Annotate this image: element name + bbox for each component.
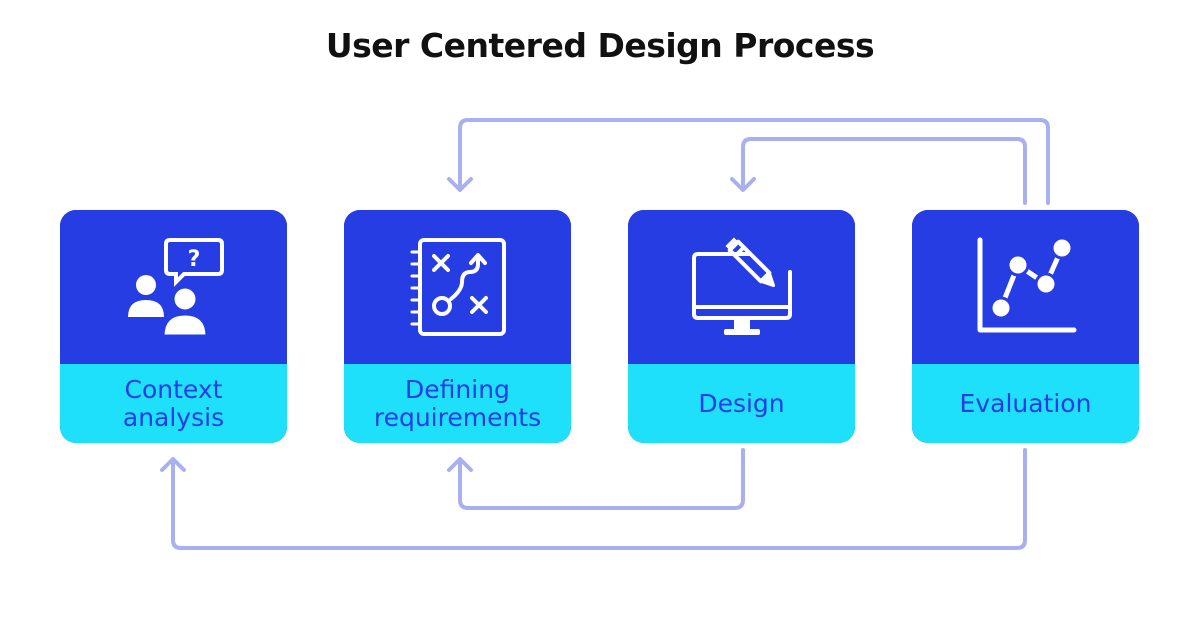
step-card-evaluation: Evaluation bbox=[912, 210, 1139, 443]
arrowhead-requirements-bottom bbox=[447, 457, 473, 472]
loop-evaluation-to-context bbox=[171, 448, 1027, 550]
step-card-design: Design bbox=[628, 210, 855, 443]
step-label: Evaluation bbox=[959, 388, 1092, 418]
step-icon-area: ? bbox=[60, 210, 287, 364]
step-label: Design bbox=[698, 388, 785, 418]
strategy-board-icon bbox=[410, 238, 506, 336]
step-icon-area bbox=[628, 210, 855, 364]
step-icon-area bbox=[344, 210, 571, 364]
step-label-line2: requirements bbox=[373, 402, 542, 432]
step-label-line1: Context bbox=[124, 374, 223, 404]
step-label-area: Design bbox=[628, 364, 855, 443]
arrowhead-context-bottom bbox=[160, 457, 186, 472]
loop-design-to-requirements bbox=[458, 448, 745, 510]
loop-evaluation-to-design bbox=[741, 137, 1027, 205]
step-label-area: Context analysis bbox=[60, 364, 287, 443]
step-icon-area bbox=[912, 210, 1139, 364]
loop-evaluation-to-requirements bbox=[458, 118, 1050, 205]
step-card-defining-requirements: Defining requirements bbox=[344, 210, 571, 443]
step-card-context-analysis: ? Context analysis bbox=[60, 210, 287, 443]
step-label-line2: analysis bbox=[122, 402, 225, 432]
line-chart-icon bbox=[977, 236, 1077, 333]
svg-text:?: ? bbox=[188, 247, 201, 272]
monitor-pencil-icon bbox=[692, 237, 792, 335]
diagram-title: User Centered Design Process bbox=[325, 26, 875, 65]
step-label-line1: Defining bbox=[405, 374, 510, 404]
arrowhead-requirements-top bbox=[447, 177, 473, 192]
people-question-icon: ? bbox=[128, 238, 224, 338]
step-label-area: Evaluation bbox=[912, 364, 1139, 443]
arrowhead-design-top bbox=[730, 177, 756, 192]
step-label-area: Defining requirements bbox=[344, 364, 571, 443]
